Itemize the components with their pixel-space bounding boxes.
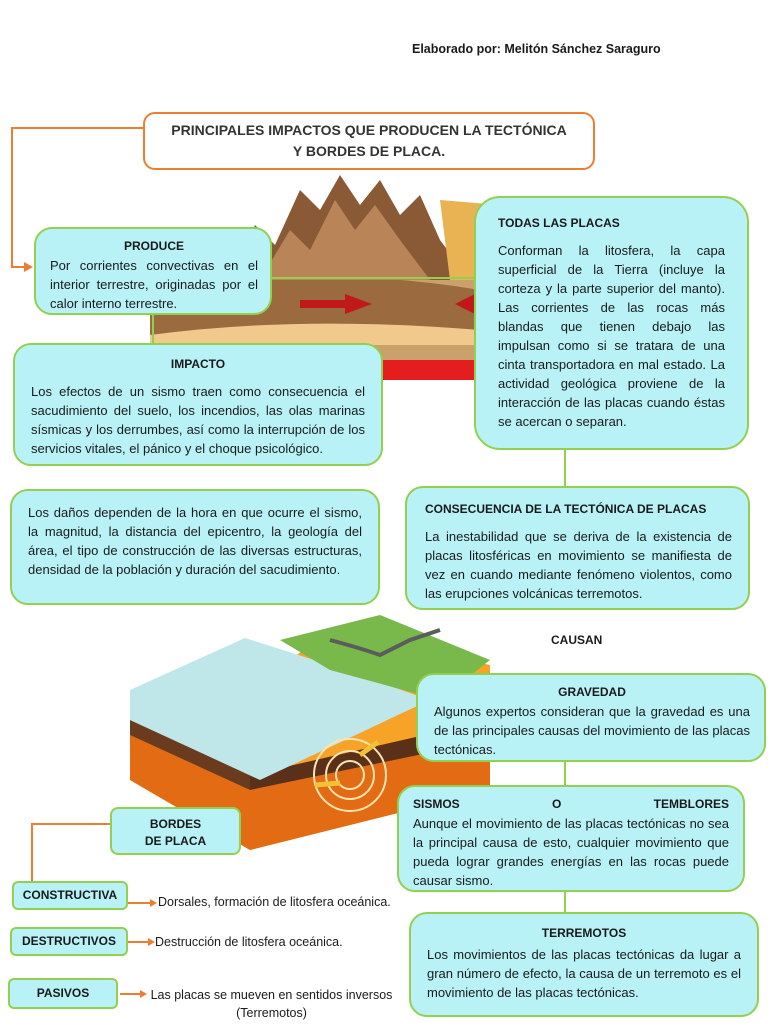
terremotos-text: Los movimientos de las placas tectónicas… [427,947,741,1000]
todas-heading: TODAS LAS PLACAS [498,216,620,230]
consecuencia-text: La inestabilidad que se deriva de la exi… [425,529,732,601]
consecuencia-heading: CONSECUENCIA DE LA TECTÓNICA DE PLACAS [425,502,707,516]
title-line-1: PRINCIPALES IMPACTOS QUE PRODUCEN LA TEC… [171,122,567,138]
impacto-text: Los efectos de un sismo traen como conse… [31,384,365,456]
terremotos-heading: TERREMOTOS [541,926,627,940]
sismos-box: SISMOS O TEMBLORES Aunque el movimiento … [397,785,745,892]
produce-heading: PRODUCE [123,239,184,253]
produce-box: PRODUCE Por corrientes convectivas en el… [34,227,272,315]
constructiva-label: CONSTRUCTIVA [22,888,118,902]
sismos-heading-a: SISMOS [413,797,460,811]
danos-text: Los daños dependen de la hora en que ocu… [28,505,362,577]
destructivos-box: DESTRUCTIVOS [10,927,128,956]
connectors [11,127,566,998]
impacto-heading: IMPACTO [170,357,226,371]
pasivos-box: PASIVOS [8,978,118,1009]
causan-label: CAUSAN [551,633,603,647]
pasivos-desc: Las placas se mueven en sentidos inverso… [149,986,394,1022]
gravedad-heading: GRAVEDAD [558,685,626,699]
pasivos-desc-line-2: (Terremotos) [236,1006,307,1020]
sismos-heading: SISMOS O TEMBLORES [413,795,729,814]
sismos-heading-c: TEMBLORES [653,797,729,811]
gravedad-box: GRAVEDAD Algunos expertos consideran que… [416,673,766,762]
author-credit: Elaborado por: Melitón Sánchez Saraguro [412,42,661,56]
pasivos-desc-line-1: Las placas se mueven en sentidos inverso… [150,988,393,1002]
bordes-line-1: BORDES [149,817,202,831]
terremotos-box: TERREMOTOS Los movimientos de las placas… [409,912,759,1017]
constructiva-desc: Dorsales, formación de litosfera oceánic… [158,895,391,909]
sismos-text: Aunque el movimiento de las placas tectó… [413,816,729,888]
destructivos-desc: Destrucción de litosfera oceánica. [155,935,343,949]
todas-las-placas-box: TODAS LAS PLACAS Conforman la litosfera,… [474,196,749,450]
title-line-2: Y BORDES DE PLACA. [292,143,446,159]
danos-box: Los daños dependen de la hora en que ocu… [10,489,380,605]
constructiva-box: CONSTRUCTIVA [12,881,128,910]
gravedad-text: Algunos expertos consideran que la grave… [434,704,750,757]
pasivos-label: PASIVOS [36,986,90,1000]
bordes-de-placa-box: BORDES DE PLACA [110,807,241,855]
sismos-heading-b: O [552,797,562,811]
todas-text: Conforman la litosfera, la capa superfic… [498,243,725,429]
bordes-line-2: DE PLACA [144,834,207,848]
main-title: PRINCIPALES IMPACTOS QUE PRODUCEN LA TEC… [143,112,595,170]
consecuencia-box: CONSECUENCIA DE LA TECTÓNICA DE PLACAS L… [405,486,750,610]
produce-text: Por corrientes convectivas en el interio… [50,258,258,311]
impacto-box: IMPACTO Los efectos de un sismo traen co… [13,343,383,466]
destructivos-label: DESTRUCTIVOS [21,934,116,948]
